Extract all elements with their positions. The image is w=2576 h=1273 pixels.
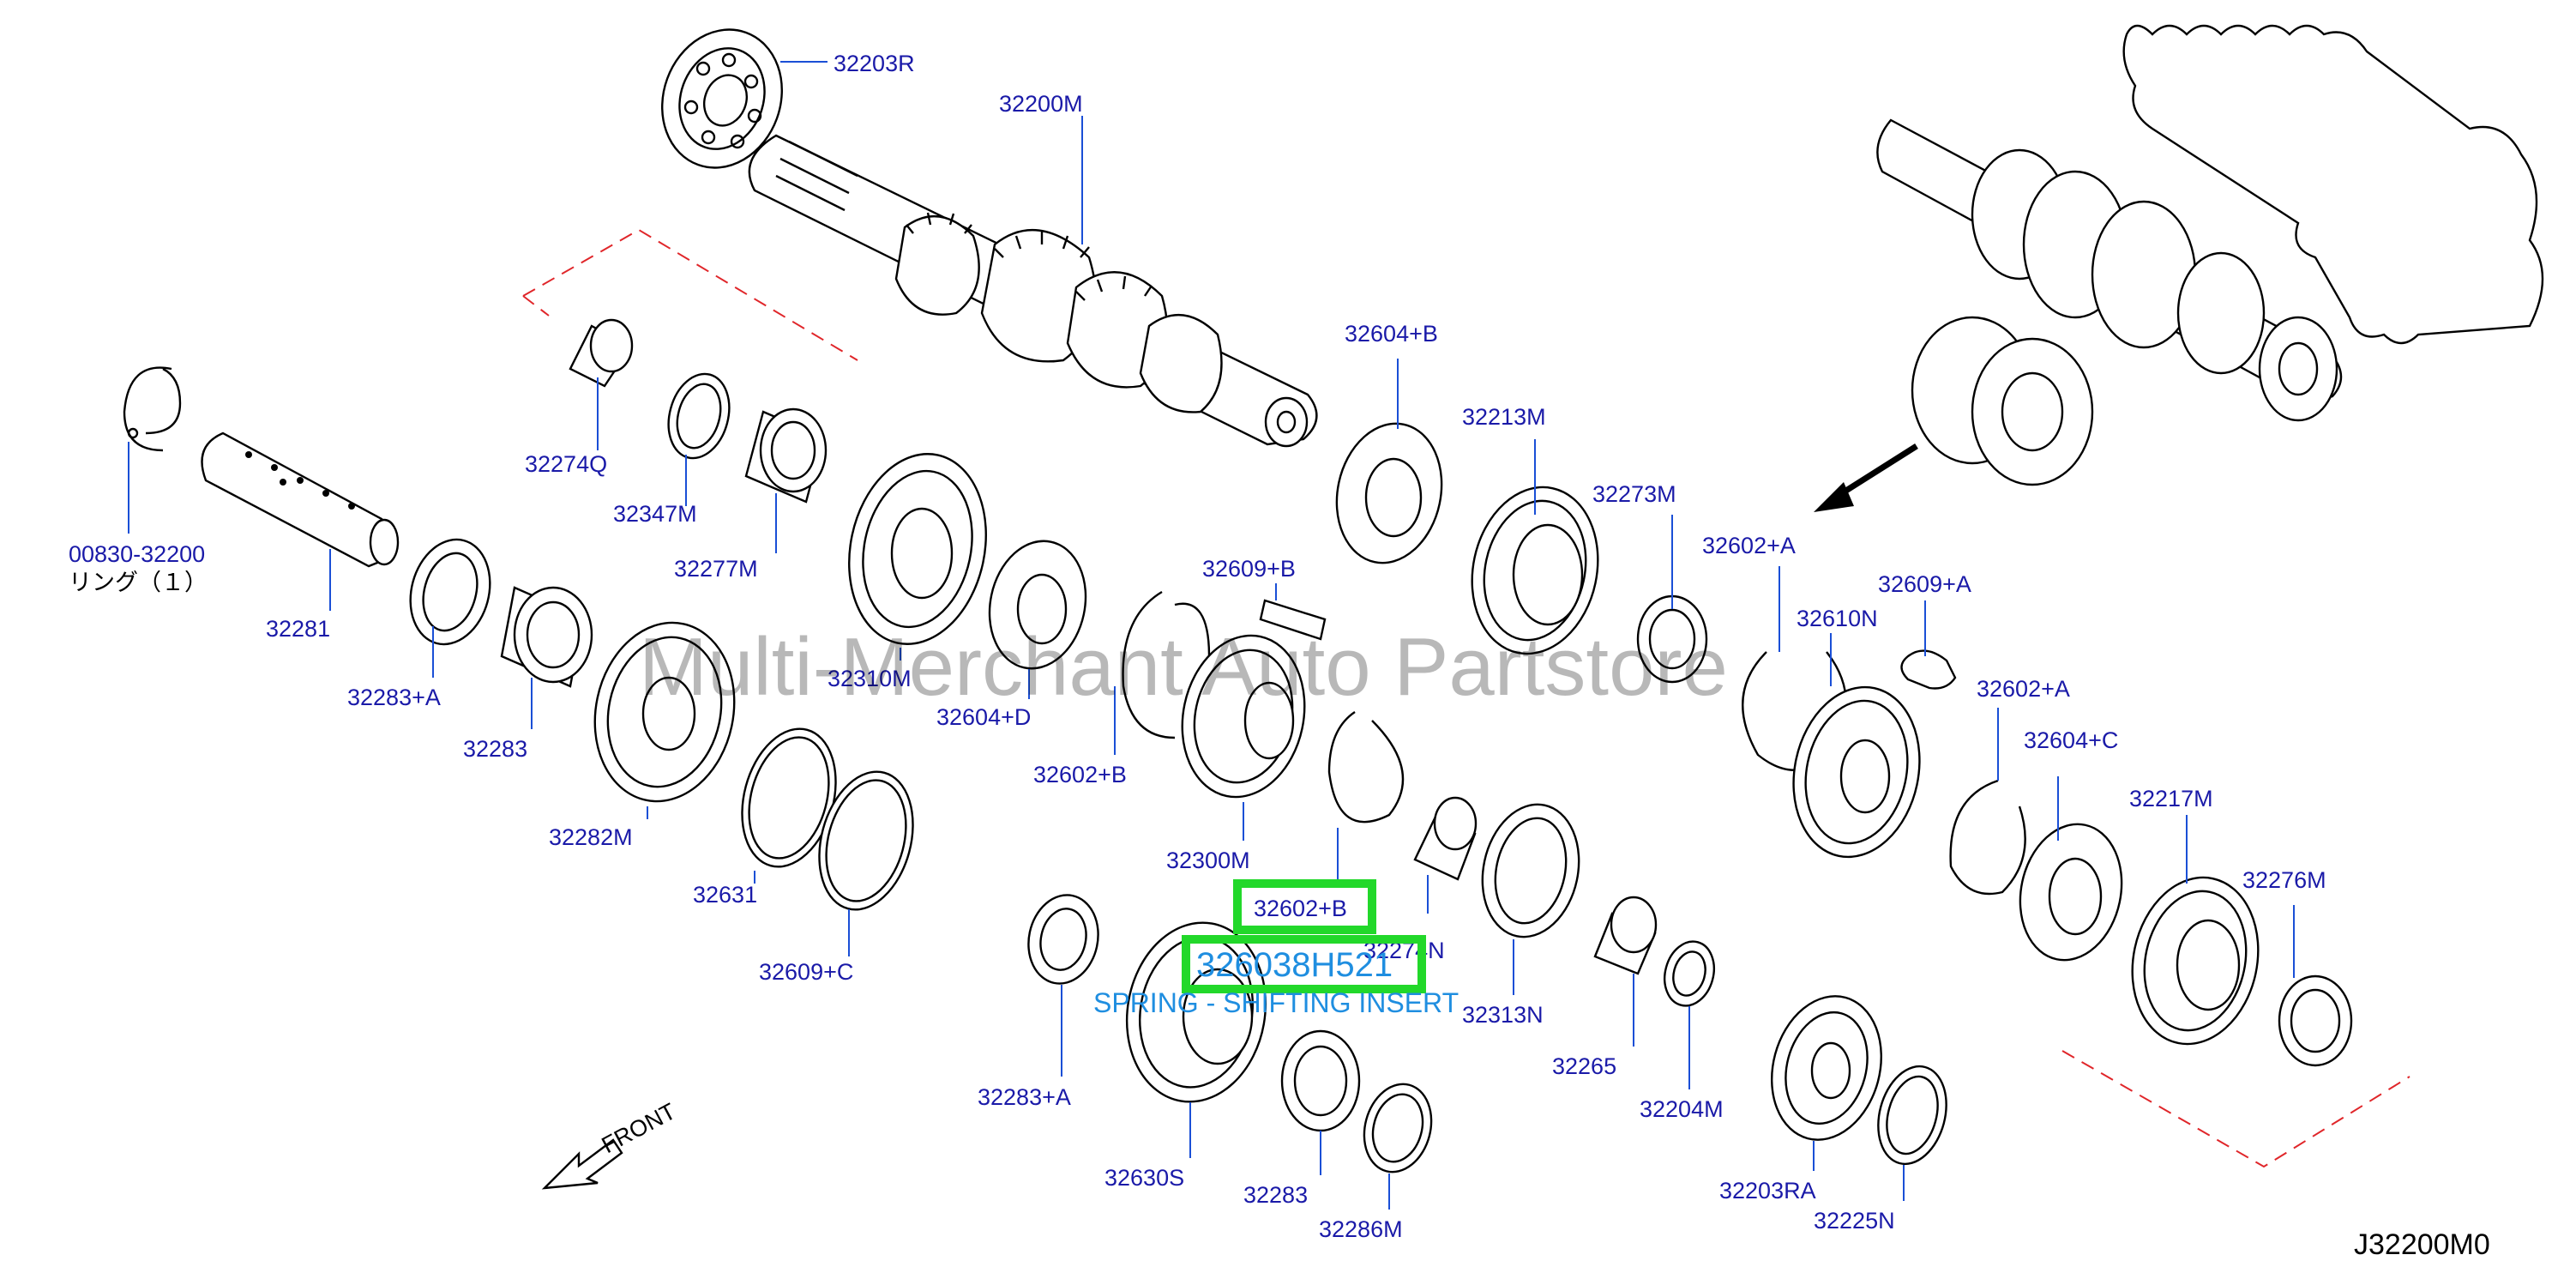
label-32276M[interactable]: 32276M bbox=[2242, 867, 2326, 893]
hub-32604D[interactable] bbox=[978, 532, 1098, 678]
label-32225N[interactable]: 32225N bbox=[1814, 1208, 1895, 1234]
highlight-box-number bbox=[1182, 935, 1426, 993]
label-32283-left[interactable]: 32283 bbox=[463, 736, 527, 762]
front-label: FRONT bbox=[598, 1098, 680, 1158]
label-32203RA[interactable]: 32203RA bbox=[1719, 1178, 1816, 1204]
ring-32609C[interactable] bbox=[805, 761, 928, 920]
ring-note: リング（１） bbox=[69, 570, 208, 595]
washer-32347M[interactable] bbox=[659, 367, 738, 465]
label-32283A-lower[interactable]: 32283+A bbox=[978, 1084, 1071, 1110]
snap-ring-00830[interactable] bbox=[123, 366, 182, 452]
label-32282M[interactable]: 32282M bbox=[549, 824, 633, 850]
gear-32282M[interactable] bbox=[579, 610, 750, 815]
seal-32283A-left[interactable] bbox=[399, 530, 501, 653]
assembly-direction-arrow bbox=[1814, 443, 1918, 512]
label-32203R[interactable]: 32203R bbox=[834, 51, 915, 76]
label-32273M[interactable]: 32273M bbox=[1592, 481, 1676, 507]
label-32283A-left[interactable]: 32283+A bbox=[347, 685, 441, 710]
label-32313N[interactable]: 32313N bbox=[1462, 1002, 1544, 1028]
highlight-label[interactable]: 32602+B bbox=[1254, 896, 1347, 921]
bearing-32203RA[interactable] bbox=[1756, 984, 1897, 1152]
label-00830-32200[interactable]: 00830-32200 bbox=[69, 541, 205, 567]
label-32602B-upper[interactable]: 32602+B bbox=[1033, 762, 1127, 787]
hub-32604C[interactable] bbox=[2008, 815, 2134, 970]
needle-bearing-32276M[interactable] bbox=[2278, 974, 2353, 1067]
part-labels: 32203R 32200M 32604+B 32213M 32273M 3260… bbox=[69, 51, 2326, 1242]
label-32609B[interactable]: 32609+B bbox=[1202, 556, 1296, 582]
label-32265[interactable]: 32265 bbox=[1552, 1053, 1616, 1079]
needle-bearing-32283-left[interactable] bbox=[500, 586, 593, 688]
gear-32217M[interactable] bbox=[2117, 866, 2273, 1056]
spring-32602A-lower[interactable] bbox=[1949, 779, 2026, 896]
watermark: Multi-Merchant Auto Partstore bbox=[639, 621, 1728, 713]
sleeve-32313N[interactable] bbox=[1471, 795, 1591, 945]
label-32604B[interactable]: 32604+B bbox=[1345, 321, 1438, 347]
hub-32604B[interactable] bbox=[1324, 413, 1454, 572]
bushing-32265[interactable] bbox=[1593, 896, 1658, 975]
gear-32610N[interactable] bbox=[1779, 675, 1935, 869]
label-32610N[interactable]: 32610N bbox=[1797, 606, 1878, 631]
label-32602A-upper[interactable]: 32602+A bbox=[1702, 533, 1796, 558]
label-32630S[interactable]: 32630S bbox=[1104, 1165, 1184, 1191]
highlight-box-label bbox=[1233, 879, 1376, 934]
label-32604C[interactable]: 32604+C bbox=[2024, 727, 2118, 753]
gear-32213M[interactable] bbox=[1457, 475, 1613, 666]
needle-bearing-32277M[interactable] bbox=[744, 407, 828, 504]
front-indicator: FRONT bbox=[541, 1098, 680, 1190]
label-32200M[interactable]: 32200M bbox=[999, 91, 1083, 117]
washer-32286M[interactable] bbox=[1355, 1077, 1441, 1179]
gear-32300M[interactable] bbox=[1168, 624, 1319, 809]
gear-32310M[interactable] bbox=[832, 441, 1002, 657]
assembled-shaft-illustration bbox=[1876, 24, 2544, 486]
needle-bearing-32283-lower[interactable] bbox=[1280, 1029, 1361, 1132]
label-32213M[interactable]: 32213M bbox=[1462, 404, 1546, 430]
label-32347M[interactable]: 32347M bbox=[613, 501, 697, 527]
leader-lines bbox=[128, 61, 2295, 1210]
insert-32609A[interactable] bbox=[1900, 649, 1957, 690]
seal-32283A-lower[interactable] bbox=[1020, 889, 1106, 990]
label-32300M[interactable]: 32300M bbox=[1166, 848, 1250, 873]
shaft-32281[interactable] bbox=[201, 431, 400, 568]
group-outline-right bbox=[2061, 1050, 2410, 1168]
diagram-reference-code: J32200M0 bbox=[2354, 1228, 2490, 1261]
label-32274Q[interactable]: 32274Q bbox=[525, 451, 607, 477]
spring-32602B-lower[interactable] bbox=[1327, 711, 1405, 824]
spring-32602B-upper[interactable] bbox=[1122, 590, 1211, 739]
bushing-32274N[interactable] bbox=[1413, 796, 1478, 881]
highlight-part-number[interactable]: 326038H521 bbox=[1196, 946, 1393, 984]
highlighted-part[interactable]: 32602+B 326038H521 SPRING - SHIFTING INS… bbox=[1093, 879, 1459, 1018]
main-shaft[interactable] bbox=[748, 134, 1318, 448]
label-32609C[interactable]: 32609+C bbox=[759, 959, 853, 985]
label-32217M[interactable]: 32217M bbox=[2129, 786, 2213, 811]
insert-32609B[interactable] bbox=[1259, 599, 1327, 641]
label-32609A[interactable]: 32609+A bbox=[1878, 571, 1971, 597]
label-32286M[interactable]: 32286M bbox=[1319, 1216, 1403, 1242]
label-32281[interactable]: 32281 bbox=[266, 616, 330, 642]
bushing-32274Q[interactable] bbox=[569, 318, 634, 388]
washer-32225N[interactable] bbox=[1868, 1059, 1956, 1172]
group-outline-left bbox=[522, 228, 858, 361]
label-32604D[interactable]: 32604+D bbox=[936, 704, 1031, 730]
highlight-description: SPRING - SHIFTING INSERT bbox=[1093, 987, 1459, 1018]
label-32204M[interactable]: 32204M bbox=[1640, 1096, 1724, 1122]
label-32602A-lower[interactable]: 32602+A bbox=[1977, 676, 2070, 702]
label-32283-lower[interactable]: 32283 bbox=[1243, 1182, 1308, 1208]
bearing-32203R[interactable] bbox=[643, 13, 801, 185]
label-32277M[interactable]: 32277M bbox=[674, 556, 758, 582]
label-32631[interactable]: 32631 bbox=[693, 882, 757, 908]
label-32310M[interactable]: 32310M bbox=[828, 666, 912, 691]
washer-32204M[interactable] bbox=[1658, 936, 1721, 1011]
